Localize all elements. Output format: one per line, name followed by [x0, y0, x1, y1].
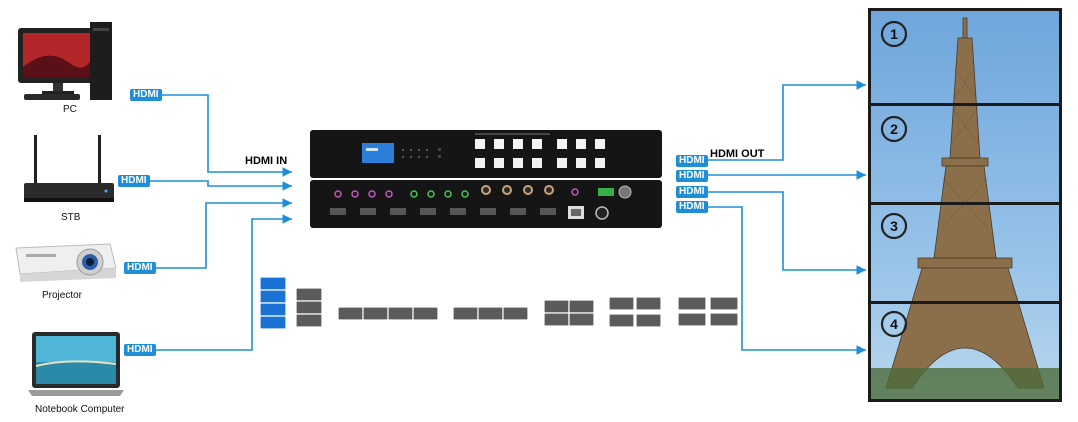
source-label-stb: STB: [61, 212, 81, 223]
source-label-projector: Projector: [42, 290, 83, 301]
hdmi-tag-output-1: HDMI: [676, 155, 708, 167]
screen-number-1-circle: [880, 20, 908, 48]
hdmi-out-label: HDMI OUT: [710, 148, 765, 160]
source-label-pc: PC: [63, 104, 77, 115]
stb-image: [24, 135, 114, 202]
hdmi-tag-output-3: HDMI: [676, 186, 708, 198]
line-stb: [150, 180, 292, 191]
screen-number-2: 2: [890, 121, 898, 137]
matrix-rear-panel: [310, 180, 662, 228]
layout-mode-vertical-active: [259, 276, 287, 330]
screen-number-3-circle: [880, 212, 908, 240]
hdmi-tag-projector: HDMI: [124, 262, 156, 274]
screen-number-4-circle: [880, 310, 908, 338]
screen-number-1: 1: [890, 26, 898, 42]
video-wall: 1 2 3 4: [868, 8, 1062, 402]
layout-mode-horizontal-4: [337, 306, 364, 321]
line-out-1: [706, 80, 866, 161]
pc-image: [18, 22, 112, 100]
hdmi-tag-output-4: HDMI: [676, 201, 708, 213]
notebook-image: [28, 332, 124, 396]
line-out-4: [706, 206, 866, 355]
layout-mode-horizontal-3: [452, 306, 479, 321]
layout-mode-grid-2x2: [543, 299, 570, 314]
layout-mode-split-2x2: [608, 296, 635, 311]
projector-image: [15, 243, 117, 282]
layout-mode-vertical-3: [295, 287, 323, 302]
line-pc: [160, 94, 292, 177]
matrix-front-panel: [310, 130, 662, 178]
line-out-3: [706, 191, 866, 275]
screen-number-3: 3: [890, 218, 898, 234]
layout-modes: [259, 276, 739, 330]
hdmi-tag-output-2: HDMI: [676, 170, 708, 182]
hdmi-in-label: HDMI IN: [245, 155, 288, 167]
line-notebook: [155, 214, 292, 351]
screen-number-2-circle: [880, 115, 908, 143]
lcd-display: [362, 143, 394, 163]
line-projector: [155, 198, 292, 269]
source-label-notebook: Notebook Computer: [35, 404, 125, 415]
hdmi-tag-notebook: HDMI: [124, 344, 156, 356]
screen-number-4: 4: [890, 316, 898, 332]
hdmi-tag-stb: HDMI: [118, 175, 150, 187]
layout-mode-split-2x2-wide: [677, 296, 707, 311]
hdmi-tag-pc: HDMI: [130, 89, 162, 101]
